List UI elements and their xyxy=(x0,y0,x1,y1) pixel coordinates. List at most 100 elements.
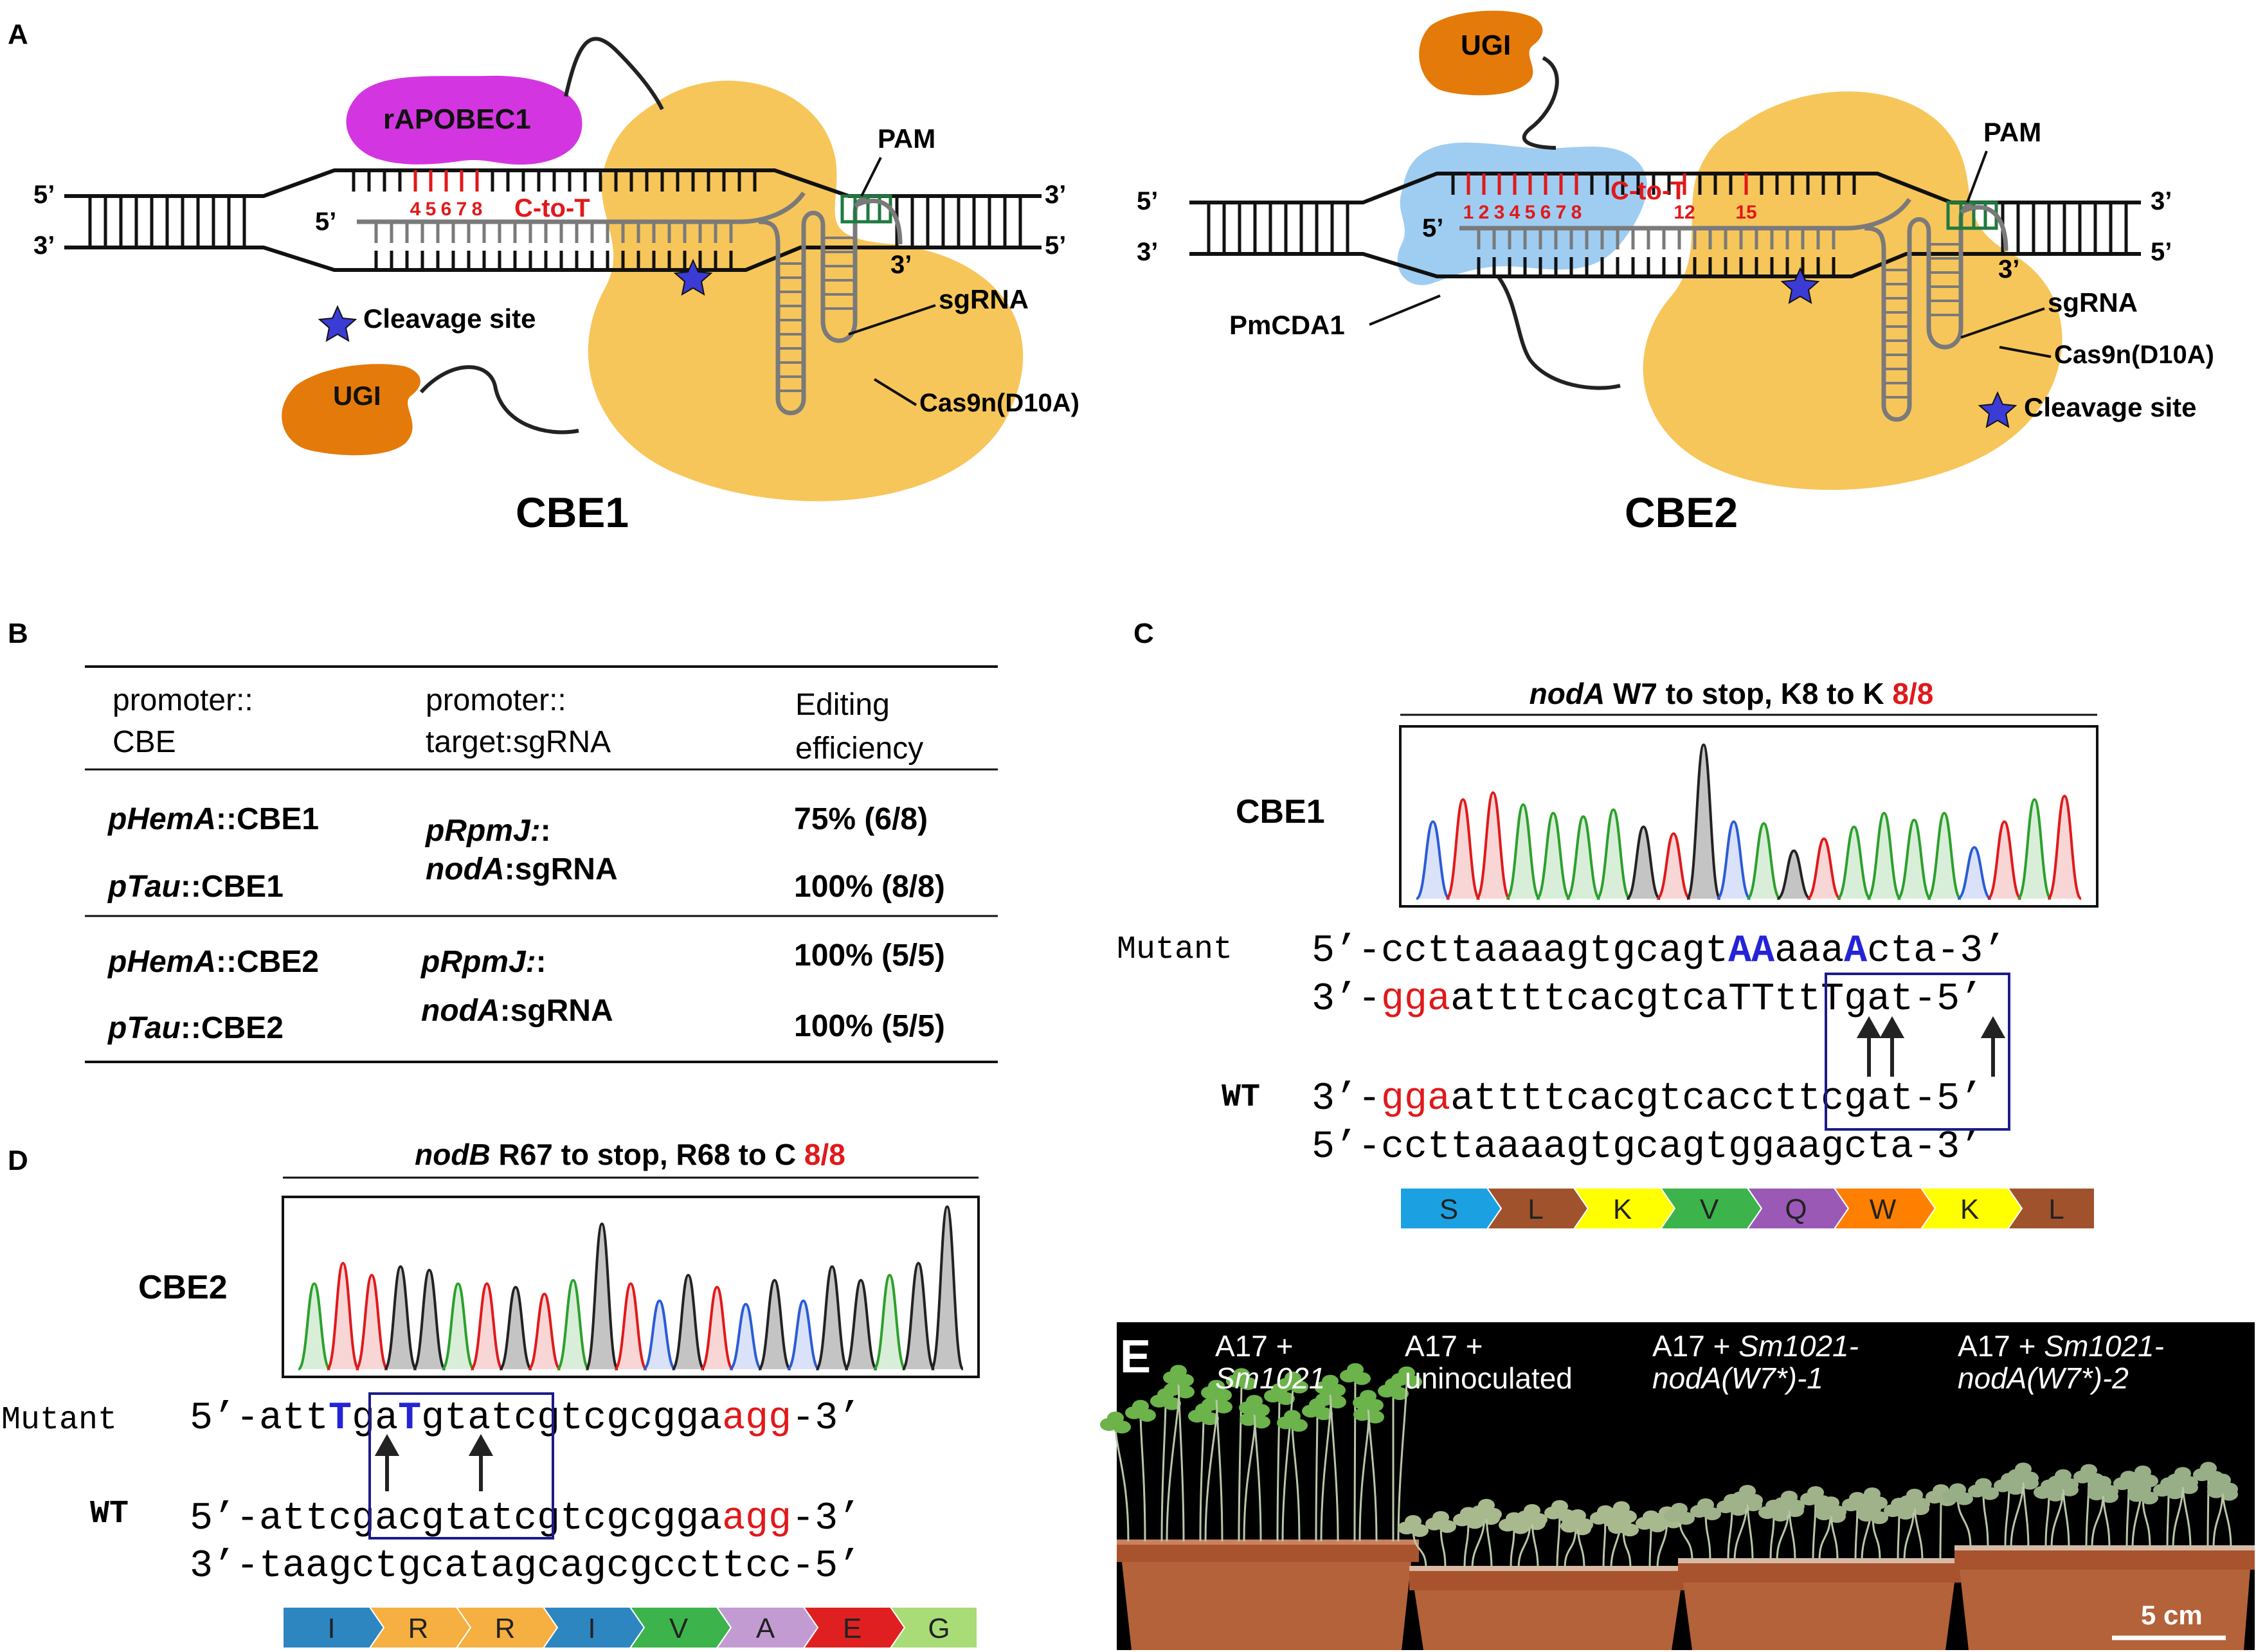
plant-leaf xyxy=(1949,1483,1966,1496)
edit-position-label: 5 xyxy=(426,199,437,220)
cbe2-top-ticks xyxy=(1451,174,1856,195)
plant-stem xyxy=(1291,1423,1301,1542)
b-header-col2-line2: target:sgRNA xyxy=(426,725,611,759)
panel-e: E A17 + Sm1021 A17 + uninoculated A17 + … xyxy=(1100,1322,2255,1650)
b-row-3-efficiency: 100% (5/5) xyxy=(794,938,945,973)
d-title: nodB R67 to stop, R68 to C 8/8 xyxy=(415,1138,845,1171)
plant-stem xyxy=(1281,1384,1294,1542)
plant-leaf xyxy=(1478,1498,1495,1512)
plant-leaf xyxy=(1246,1395,1263,1408)
d-wt-top: 5’-attcgacgtatcgtcgcggaagg-3’ xyxy=(190,1497,861,1541)
plant-leaf xyxy=(1807,1486,1824,1499)
cbe1-title: CBE1 xyxy=(516,489,629,536)
b-row-1-promoter: pHemA::CBE1 xyxy=(107,802,319,836)
cbe1-diagram: 5’ 3’ 3’ 5’ 5’ 3’ rAPOBEC1 UGI PAM C-to-… xyxy=(33,37,1079,536)
plant-leaf xyxy=(2015,1462,2032,1476)
rapobec1-label: rAPOBEC1 xyxy=(383,103,531,135)
edit-position-label: 12 xyxy=(1674,202,1695,223)
b-header-col1-line2: CBE xyxy=(113,725,176,759)
plant-leaf xyxy=(1524,1504,1540,1517)
cbe1-bottom-ticks xyxy=(374,251,733,270)
pot-4 xyxy=(1954,1545,2255,1650)
edit-position-label: 4 xyxy=(410,199,421,220)
edit-position-label: 15 xyxy=(1735,202,1756,223)
panel-c-letter: C xyxy=(1133,618,1154,649)
edit-position-label: 8 xyxy=(472,199,483,220)
edit-position-label: 5 xyxy=(1525,202,1536,223)
panel-e-letter: E xyxy=(1120,1331,1151,1383)
plant-stem xyxy=(1397,1379,1408,1542)
plant-leaf xyxy=(1208,1379,1225,1393)
chromatogram-peak xyxy=(786,1299,820,1370)
chromatogram-peak xyxy=(383,1265,418,1370)
amino-acid-label: V xyxy=(1700,1194,1719,1225)
plant-stem xyxy=(2221,1486,2232,1549)
chromatogram-peak xyxy=(499,1286,532,1370)
cbe2-linker-top xyxy=(1522,56,1559,150)
cbe2-sgrna-hairpins xyxy=(1864,203,1979,422)
c-mutant-top: 5’-ccttaaaagtgcagtAAaaaActa-3’ xyxy=(1312,929,2006,973)
plant-leaf xyxy=(2095,1476,2111,1489)
plant-stem xyxy=(1776,1507,1790,1561)
cbe2-hairpin-rungs xyxy=(1884,243,1961,399)
plant-stem xyxy=(1139,1412,1146,1542)
b-header-col3-line2: efficiency xyxy=(795,732,923,766)
plant-stem xyxy=(1276,1396,1281,1542)
cbe2-cleavage-star xyxy=(1780,267,1820,304)
plant-stem xyxy=(1471,1516,1486,1569)
c-editor-label: CBE1 xyxy=(1236,793,1325,830)
cbe2-edit-label: C-to-T xyxy=(1611,177,1686,205)
amino-acid-label: L xyxy=(2048,1194,2064,1225)
plant-leaf xyxy=(1864,1502,1881,1515)
cbe2-ugi-label: UGI xyxy=(1461,30,1511,61)
e-label-4-line1: A17 + Sm1021- xyxy=(1958,1329,2164,1363)
cbe1-guide xyxy=(357,191,806,224)
cbe2-guide-rungs xyxy=(1477,228,1836,249)
b-row-3-promoter: pHemA::CBE2 xyxy=(107,945,319,979)
amino-acid-label: R xyxy=(408,1613,429,1644)
e-pots xyxy=(1117,1540,2255,1650)
cbe2-end-top-right: 3’ xyxy=(2151,187,2172,215)
plant-leaf xyxy=(1671,1503,1688,1516)
edit-position-label: 6 xyxy=(1540,202,1551,223)
chromatogram-peak xyxy=(930,1205,964,1370)
amino-acid-label: V xyxy=(669,1613,689,1644)
edit-position-label: 1 xyxy=(1463,202,1474,223)
plant-stem xyxy=(2166,1490,2170,1549)
e-label-3-line2: nodA(W7*)-1 xyxy=(1652,1361,1823,1395)
d-mutant-label: Mutant xyxy=(1,1402,117,1439)
cbe1-top-ticks xyxy=(352,170,757,192)
c-mutant-bottom: 3’-ggaattttcacgtcaTTttTgat-5’ xyxy=(1312,978,1983,1021)
e-plants xyxy=(1100,1363,2238,1569)
chromatogram-peak xyxy=(1746,822,1782,900)
chromatogram-peak xyxy=(1927,811,1962,900)
plant-leaf xyxy=(1739,1485,1756,1498)
panel-c: C nodA W7 to stop, K8 to K 8/8 CBE1 Muta… xyxy=(1117,618,2098,1230)
c-chromatogram xyxy=(1415,743,2082,900)
amino-acid-label: I xyxy=(327,1613,335,1644)
plant-stem xyxy=(2172,1485,2184,1549)
cbe1-guide-3: 3’ xyxy=(890,251,912,279)
chromatogram-peak xyxy=(1566,815,1601,900)
plant-stem xyxy=(1818,1513,1832,1561)
chromatogram-peak xyxy=(555,1279,591,1370)
plant-leaf xyxy=(1613,1501,1630,1514)
plant-leaf xyxy=(1615,1514,1632,1528)
edit-position-label: 7 xyxy=(1556,202,1567,223)
cbe1-ugi-blob xyxy=(282,364,420,456)
e-scale-label: 5 cm xyxy=(2141,1600,2203,1630)
cbe1-hairpin-rungs xyxy=(778,237,855,392)
b-header-col1-line1: promoter:: xyxy=(113,683,253,717)
plant-leaf xyxy=(1906,1489,1923,1502)
chromatogram-peak xyxy=(1626,825,1661,900)
d-arrows xyxy=(374,1433,494,1491)
cbe1-legend-star xyxy=(318,305,357,342)
plant-stem xyxy=(1746,1497,1754,1561)
chromatogram-peak xyxy=(729,1302,763,1370)
cbe2-cleavage-label: Cleavage site xyxy=(2024,392,2197,422)
amino-acid-segment xyxy=(889,1606,978,1649)
plant-stem xyxy=(1367,1403,1378,1542)
